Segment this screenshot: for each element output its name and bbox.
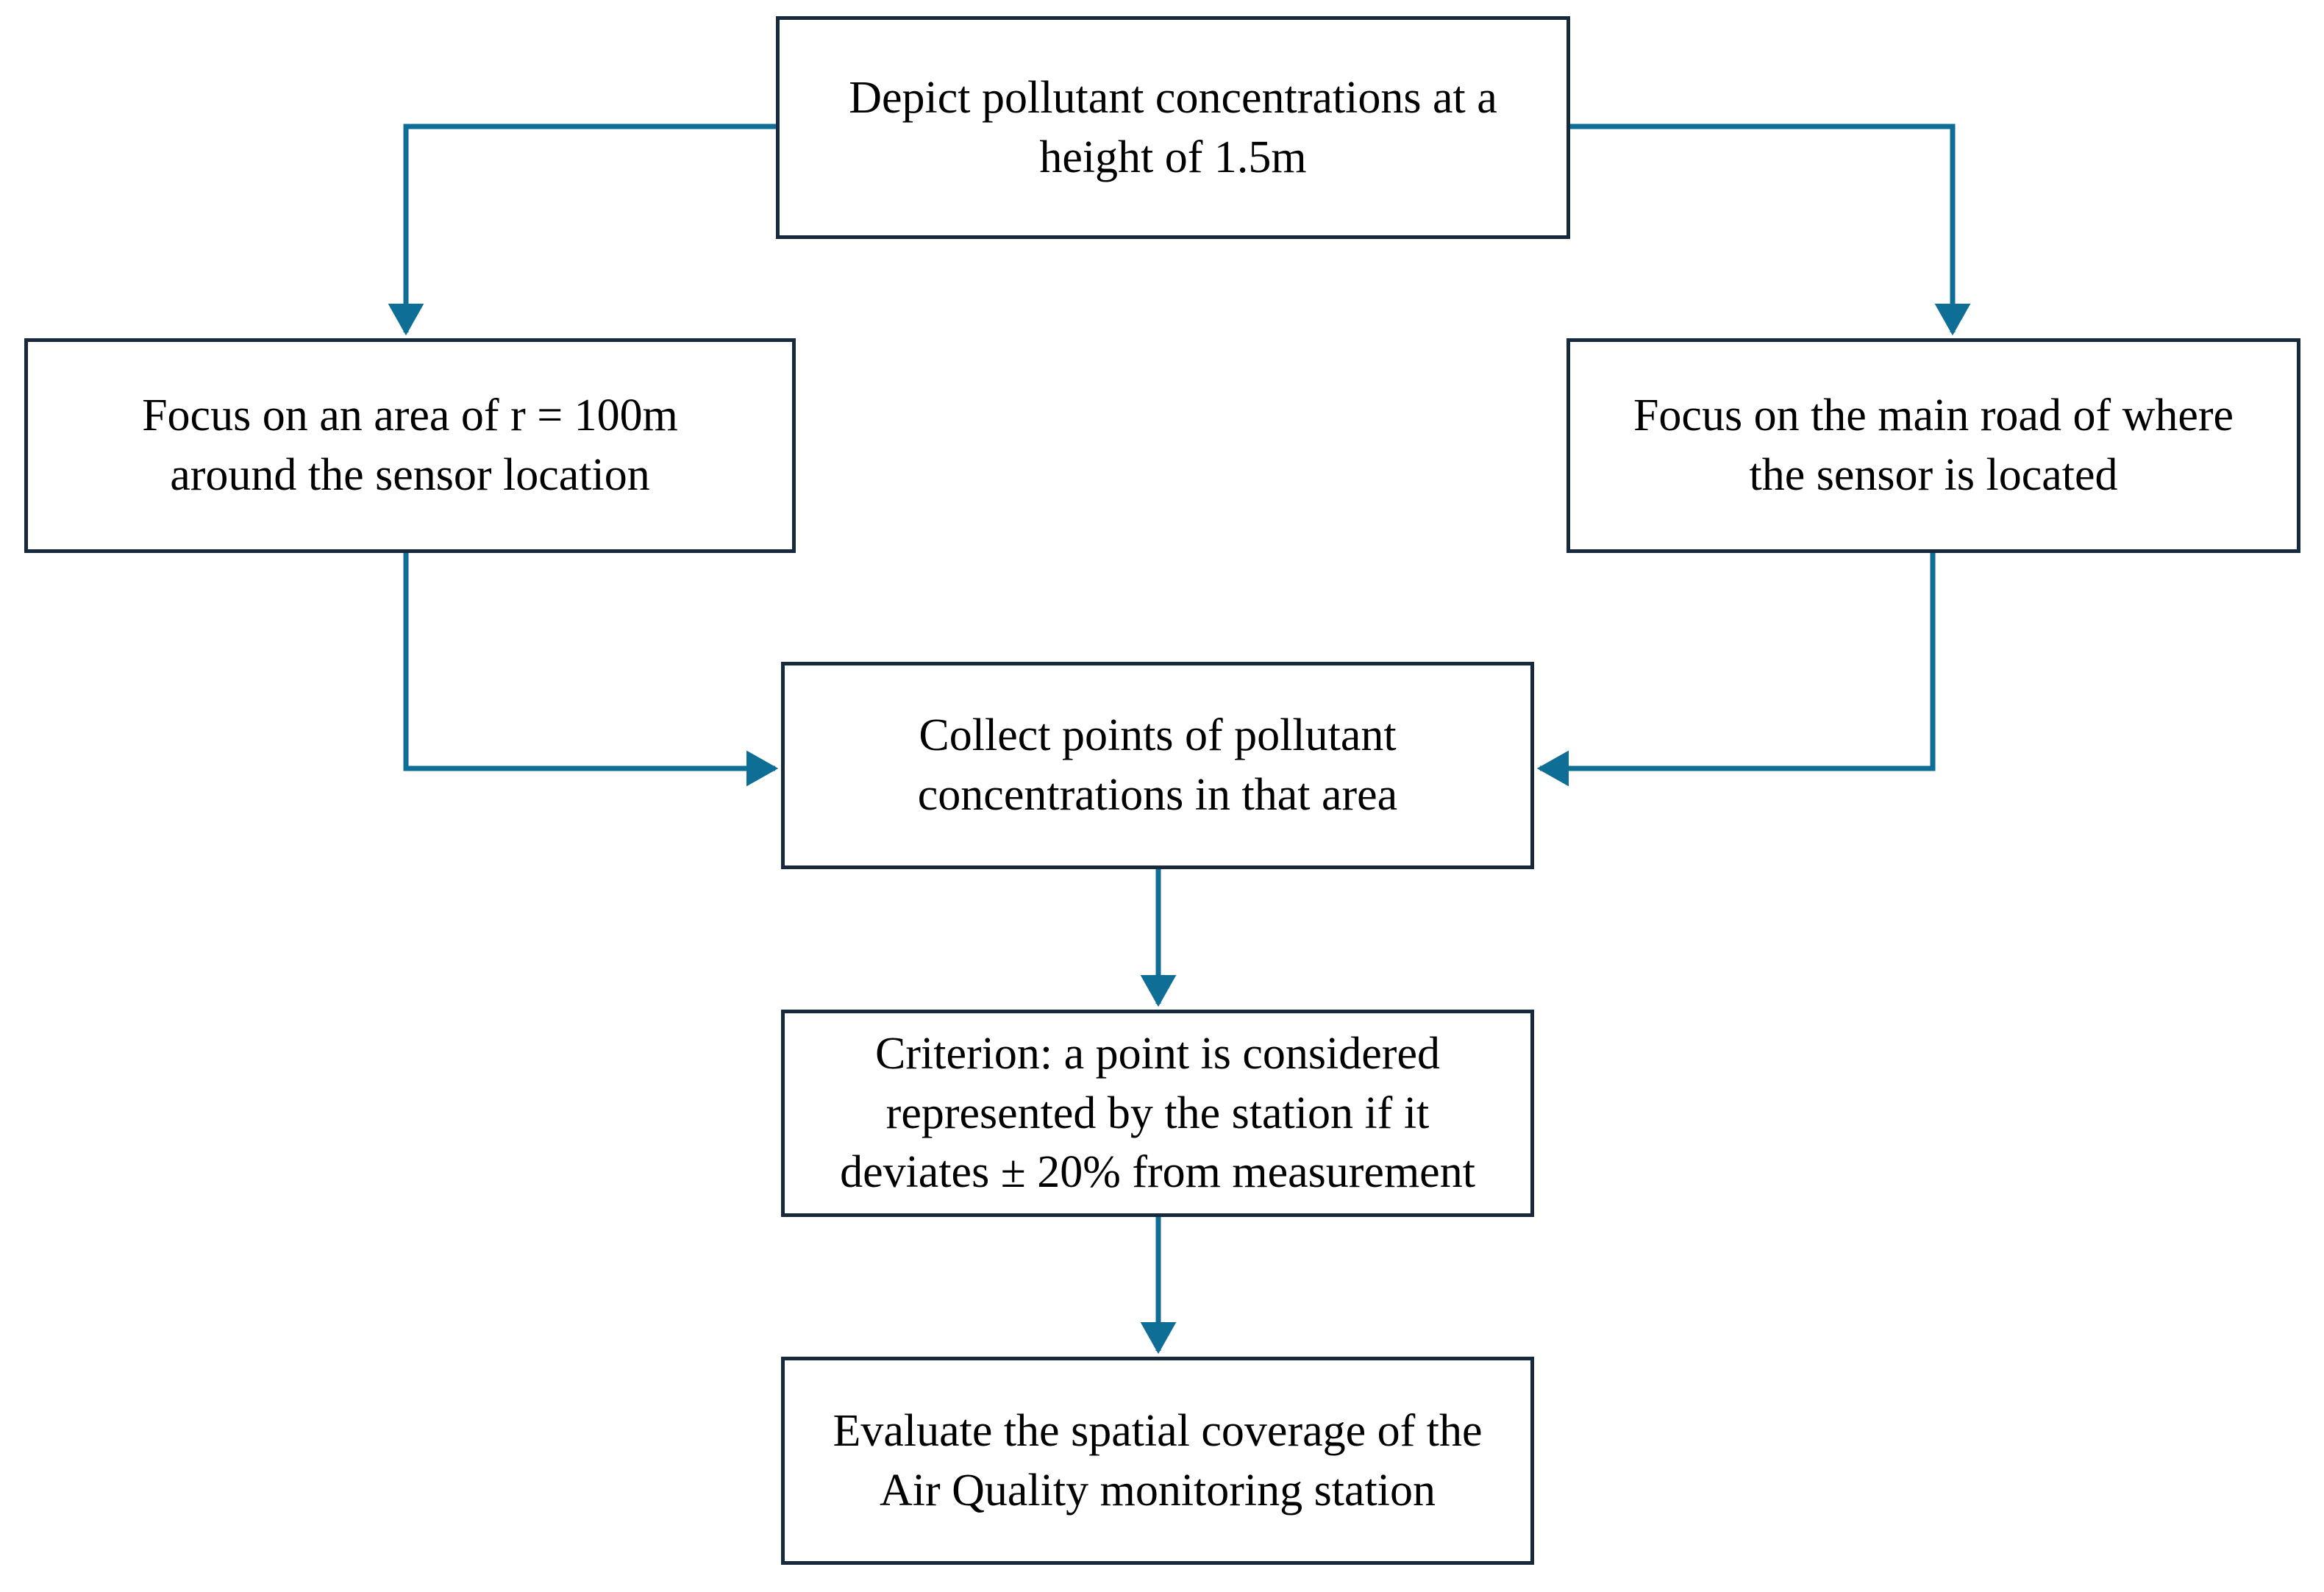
node-label: Focus on an area of r = 100m around the … <box>142 390 678 500</box>
node-label: Evaluate the spatial coverage of the Air… <box>833 1405 1483 1516</box>
node-depict-pollutant-concentrations[interactable]: Depict pollutant concentrations at a hei… <box>776 16 1570 239</box>
node-criterion[interactable]: Criterion: a point is considered represe… <box>781 1010 1534 1217</box>
node-label: Depict pollutant concentrations at a hei… <box>849 72 1497 182</box>
edge-area-to-collect <box>403 553 779 787</box>
node-label: Focus on the main road of where the sens… <box>1633 390 2234 500</box>
edge-mainroad-to-collect <box>1536 553 1936 787</box>
node-label: Criterion: a point is considered represe… <box>840 1029 1475 1198</box>
edge-depict-to-mainroad <box>1570 124 1971 336</box>
edge-depict-to-area <box>388 124 776 336</box>
node-evaluate-spatial-coverage[interactable]: Evaluate the spatial coverage of the Air… <box>781 1357 1534 1565</box>
node-focus-on-area[interactable]: Focus on an area of r = 100m around the … <box>24 338 796 553</box>
node-label: Collect points of pollutant concentratio… <box>917 710 1398 820</box>
node-collect-points[interactable]: Collect points of pollutant concentratio… <box>781 662 1534 869</box>
node-focus-on-main-road[interactable]: Focus on the main road of where the sens… <box>1566 338 2300 553</box>
